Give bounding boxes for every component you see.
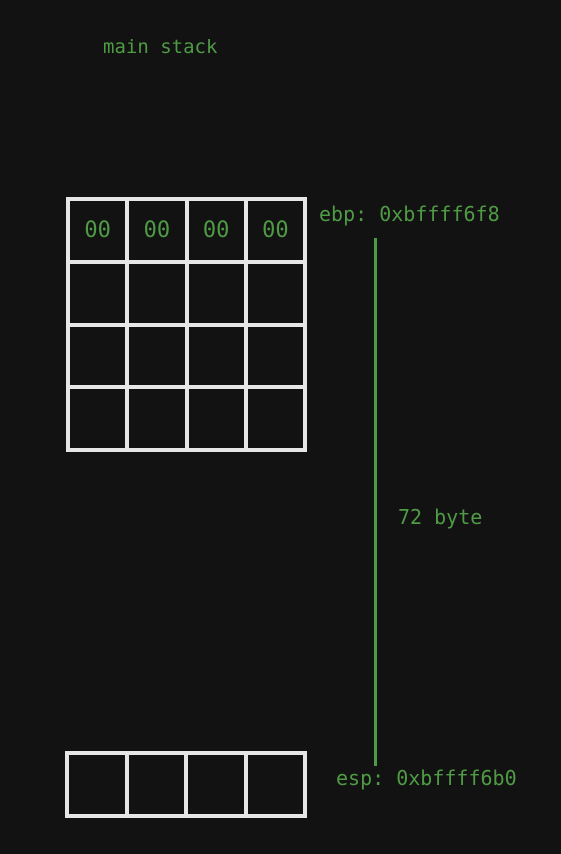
ebp-label: ebp: 0xbffff6f8 [319,202,500,226]
stack-cell [186,324,246,388]
size-span-line [374,238,377,766]
stack-cell [68,261,128,325]
main-stack-grid: 00 00 00 00 [66,197,307,452]
stack-cell [245,261,305,325]
esp-row-grid [65,751,307,818]
esp-label: esp: 0xbffff6b0 [336,766,517,790]
stack-cell [127,261,187,325]
stack-cell [67,753,127,816]
stack-cell [245,753,305,816]
stack-cell: 00 [186,199,246,262]
stack-cell [186,753,246,816]
diagram-title: main stack [103,36,218,58]
stack-cell [127,324,187,388]
stack-cell [126,753,186,816]
stack-cell: 00 [245,199,305,262]
stack-cell [68,324,128,388]
stack-cell [186,387,246,450]
size-label: 72 byte [398,505,483,529]
stack-cell: 00 [68,199,128,262]
stack-cell [127,387,187,450]
stack-cell [186,261,246,325]
stack-cell: 00 [127,199,187,262]
stack-cell [245,387,305,450]
stack-cell [245,324,305,388]
stack-cell [68,387,128,450]
